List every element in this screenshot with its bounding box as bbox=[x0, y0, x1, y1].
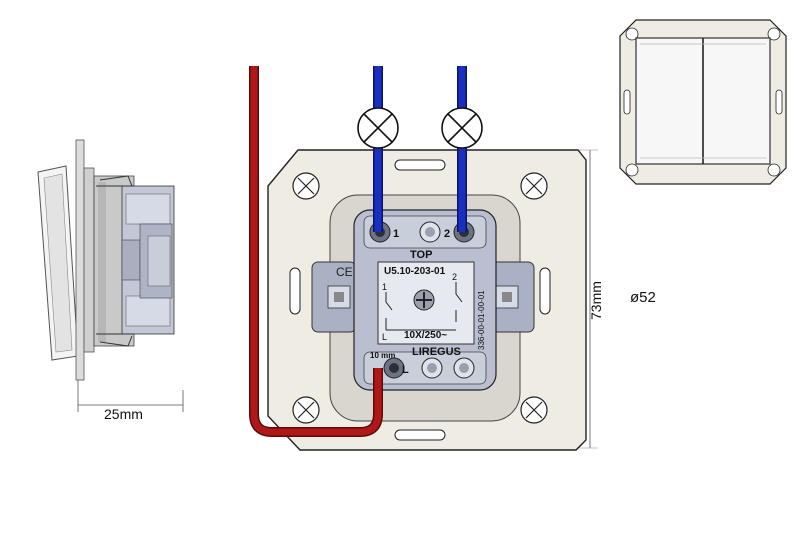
depth-dimension-label: 25mm bbox=[104, 406, 143, 422]
terminal-top-middle bbox=[419, 221, 441, 243]
top-mark: TOP bbox=[410, 249, 432, 261]
switch-l-label: L bbox=[382, 332, 387, 342]
screw-hole-bottom-right bbox=[520, 396, 548, 424]
brand-label: LIREGUS bbox=[412, 346, 461, 358]
side-clamp-right bbox=[489, 261, 535, 333]
terminal-1-label: 1 bbox=[393, 228, 399, 240]
switch-symbol-1 bbox=[385, 292, 393, 330]
rating-label: 10X/250~ bbox=[404, 330, 447, 341]
screw-hole-bottom-left bbox=[292, 396, 320, 424]
model-label: U5.10-203-01 bbox=[384, 266, 446, 277]
lamp-1-icon bbox=[357, 107, 399, 149]
terminal-bottom-right bbox=[453, 357, 475, 379]
side-view-switch bbox=[37, 139, 184, 412]
terminal-l-label: L bbox=[402, 364, 409, 376]
lamp-2-icon bbox=[441, 107, 483, 149]
switch-number-2: 2 bbox=[452, 272, 457, 282]
screw-hole-top-left bbox=[292, 172, 320, 200]
ce-mark: CE bbox=[336, 265, 353, 279]
center-screw bbox=[413, 289, 435, 311]
terminal-bottom-l bbox=[383, 357, 405, 379]
assembled-front-view bbox=[619, 19, 787, 185]
strip-length-label: 10 mm bbox=[370, 351, 395, 360]
terminal-2-label: 2 bbox=[444, 228, 450, 240]
side-code: 336-00-01-00-01 bbox=[477, 290, 486, 350]
switch-symbol-2 bbox=[455, 282, 463, 322]
diameter-label: ø52 bbox=[630, 289, 656, 306]
side-clamp-left bbox=[311, 261, 357, 333]
screw-hole-top-right bbox=[520, 172, 548, 200]
height-dimension-label: 73mm bbox=[588, 281, 604, 320]
wiring bbox=[249, 66, 483, 437]
front-view-mechanism: 1 2 TOP CE U5.10-203-01 1 2 L 10X/250~ L… bbox=[267, 149, 598, 451]
switch-number-1: 1 bbox=[382, 282, 387, 292]
terminal-bottom-middle bbox=[421, 357, 443, 379]
